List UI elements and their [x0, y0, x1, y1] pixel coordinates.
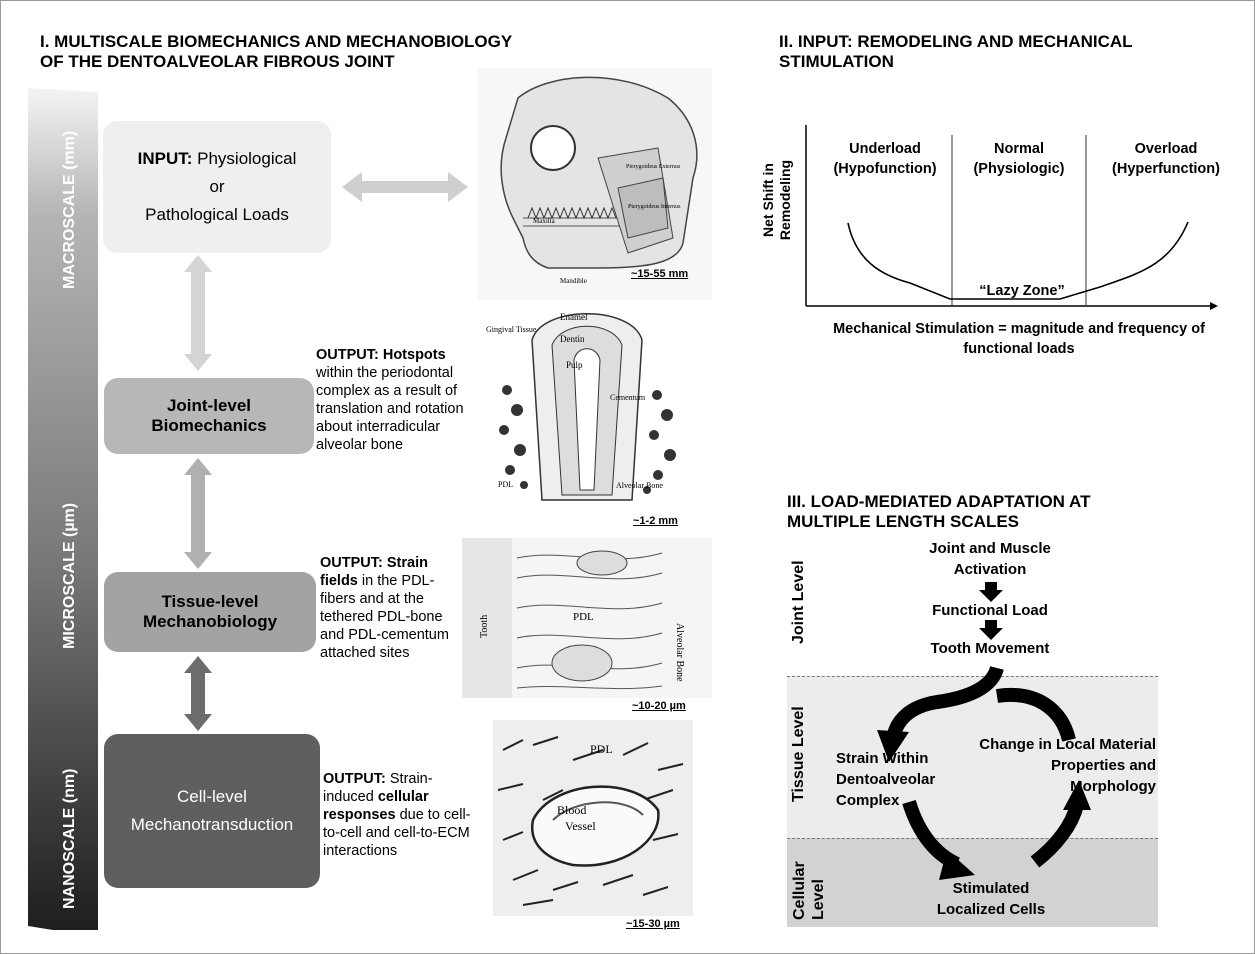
tooth-label-cementum: Cementum	[610, 393, 646, 402]
cycle-arrow-right-up	[1030, 803, 1084, 868]
output-cellular-responses: OUTPUT: Strain-induced cellular response…	[323, 771, 471, 859]
tissue-level-band	[787, 676, 1158, 839]
microscale-label: MICROSCALE (µm)	[61, 502, 78, 649]
cycle-arrow-top	[886, 665, 1004, 740]
pdl-label-alveolar: Alveolar Bone	[674, 623, 685, 682]
cellular-level-band	[787, 838, 1158, 927]
section1-title: I. MULTISCALE BIOMECHANICS AND MECHANOBI…	[40, 32, 513, 71]
lazy-zone-label: “Lazy Zone”	[979, 283, 1065, 299]
tooth-label-dentin: Dentin	[560, 334, 585, 344]
macroscale-label: MACROSCALE (mm)	[61, 130, 78, 289]
tooth-scale: ~1-2 mm	[633, 515, 678, 527]
remodeling-curve	[847, 221, 1189, 300]
skull-label-maxilla: Maxilla	[533, 217, 556, 225]
tooth-cross-section-illustration: Enamel Dentin Pulp Gingival Tissue Cemen…	[482, 300, 692, 515]
tooth-label-pulp: Pulp	[566, 360, 583, 370]
nanoscale-label: NANOSCALE (nm)	[61, 768, 78, 909]
skull-label-mandible: Mandible	[560, 277, 587, 285]
scale-gradient-bar	[28, 88, 98, 930]
remodeling-graph	[805, 125, 1218, 310]
zone-normal: Normal(Physiologic)	[973, 141, 1065, 177]
cell-blood-vessel-illustration: PDL Blood Vessel	[493, 720, 693, 916]
graph-xlabel: Mechanical Stimulation = magnitude and f…	[833, 321, 1205, 357]
arrow-down-2	[979, 620, 1003, 640]
tooth-label-gingival: Gingival Tissue	[486, 325, 537, 334]
zone-underload: Underload(Hypofunction)	[833, 141, 937, 177]
output-strain-fields: OUTPUT: Strain fields in the PDL-fibers …	[320, 555, 449, 661]
step-functional-load: Functional Load	[932, 602, 1048, 619]
step-tooth-movement: Tooth Movement	[930, 640, 1050, 657]
skull-label-pterygoideus-externus: Pterygoideus Externus	[626, 164, 681, 170]
tooth-label-alveolar: Alveolar Bone	[616, 481, 663, 490]
pdl-label-tooth: Tooth	[479, 615, 490, 638]
arrow-down-1	[979, 582, 1003, 602]
cell-label-blood: Blood	[557, 803, 586, 817]
cell-label-vessel: Vessel	[565, 819, 596, 833]
skull-illustration: Maxilla Mandible Pterygoideus Externus P…	[478, 68, 712, 300]
cycle-arrow-right-top	[995, 687, 1076, 742]
zone-overload: Overload(Hyperfunction)	[1112, 141, 1220, 177]
pdl-scale: ~10-20 µm	[632, 700, 686, 712]
skull-scale: ~15-55 mm	[631, 268, 689, 280]
input-box: INPUT: Physiological or Pathological Loa…	[103, 121, 331, 253]
tooth-label-enamel: Enamel	[560, 312, 588, 322]
tooth-label-pdl: PDL	[498, 480, 513, 489]
pdl-tissue-illustration: Tooth PDL Alveolar Bone	[462, 538, 712, 698]
cell-scale: ~15-30 µm	[626, 918, 680, 930]
adaptation-cycle-arrows	[877, 582, 1091, 880]
cell-label-pdl: PDL	[590, 742, 613, 756]
pdl-label-pdl: PDL	[573, 611, 594, 623]
skull-label-pterygoideus-internus: Pterygoideus Internus	[628, 204, 681, 210]
